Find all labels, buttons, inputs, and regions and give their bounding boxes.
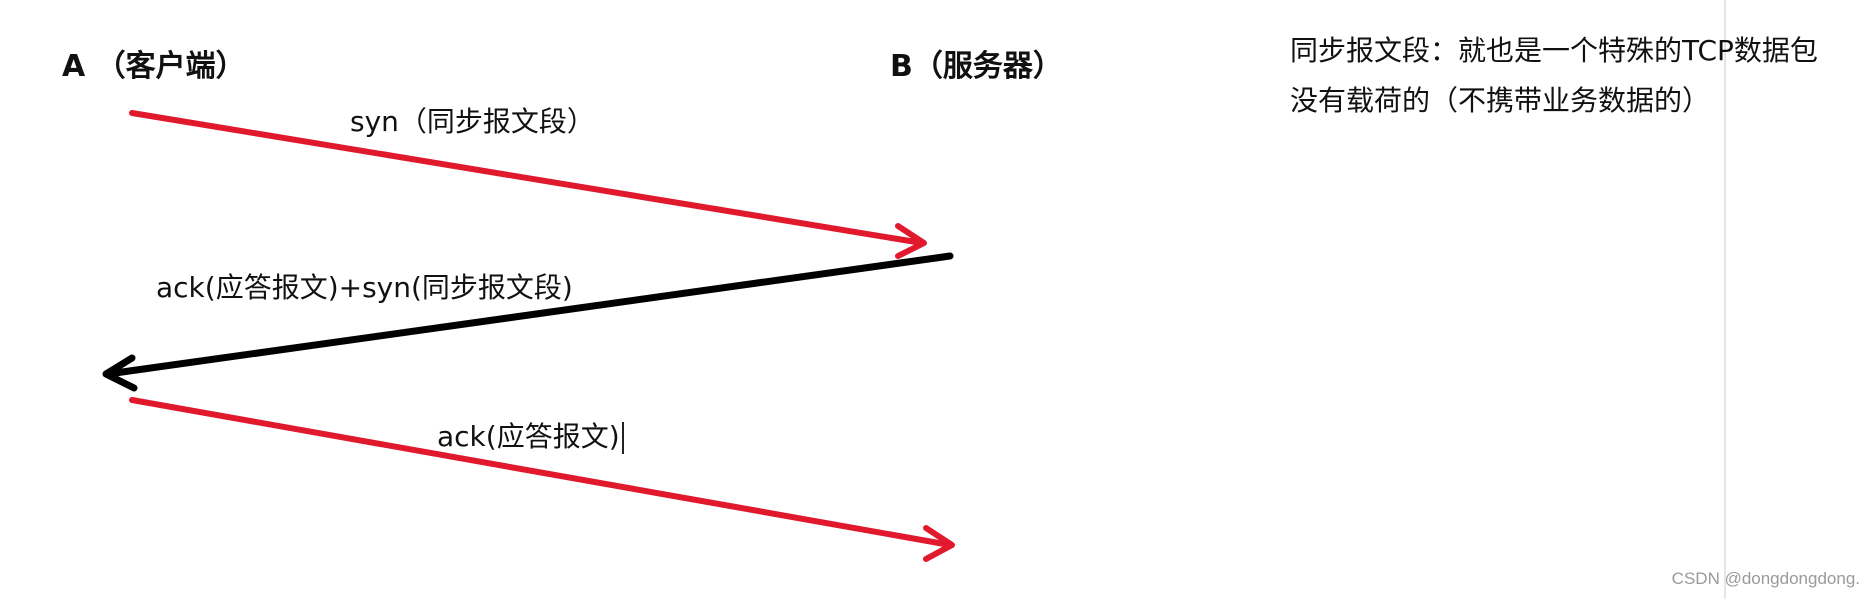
ack-arrow — [129, 397, 955, 562]
ack-message-row: ack(应答报文) — [437, 422, 624, 454]
note-text: 同步报文段：就也是一个特殊的TCP数据包 没有载荷的（不携带业务数据的） — [1290, 26, 1818, 126]
ack-syn-message-label: ack(应答报文)+syn(同步报文段) — [156, 271, 573, 304]
server-label: B（服务器） — [890, 49, 1063, 84]
text-cursor — [621, 422, 624, 454]
ack-syn-arrow — [102, 252, 954, 392]
page-divider — [1724, 0, 1726, 599]
note-line-1: 同步报文段：就也是一个特殊的TCP数据包 — [1290, 34, 1818, 67]
note-line-2: 没有载荷的（不携带业务数据的） — [1290, 84, 1711, 117]
ack-message-label: ack(应答报文) — [437, 420, 620, 453]
client-label: A （客户端） — [62, 49, 246, 84]
syn-arrow — [129, 110, 927, 259]
watermark: CSDN @dongdongdong. — [1671, 569, 1860, 588]
syn-message-label: syn（同步报文段） — [350, 105, 595, 138]
